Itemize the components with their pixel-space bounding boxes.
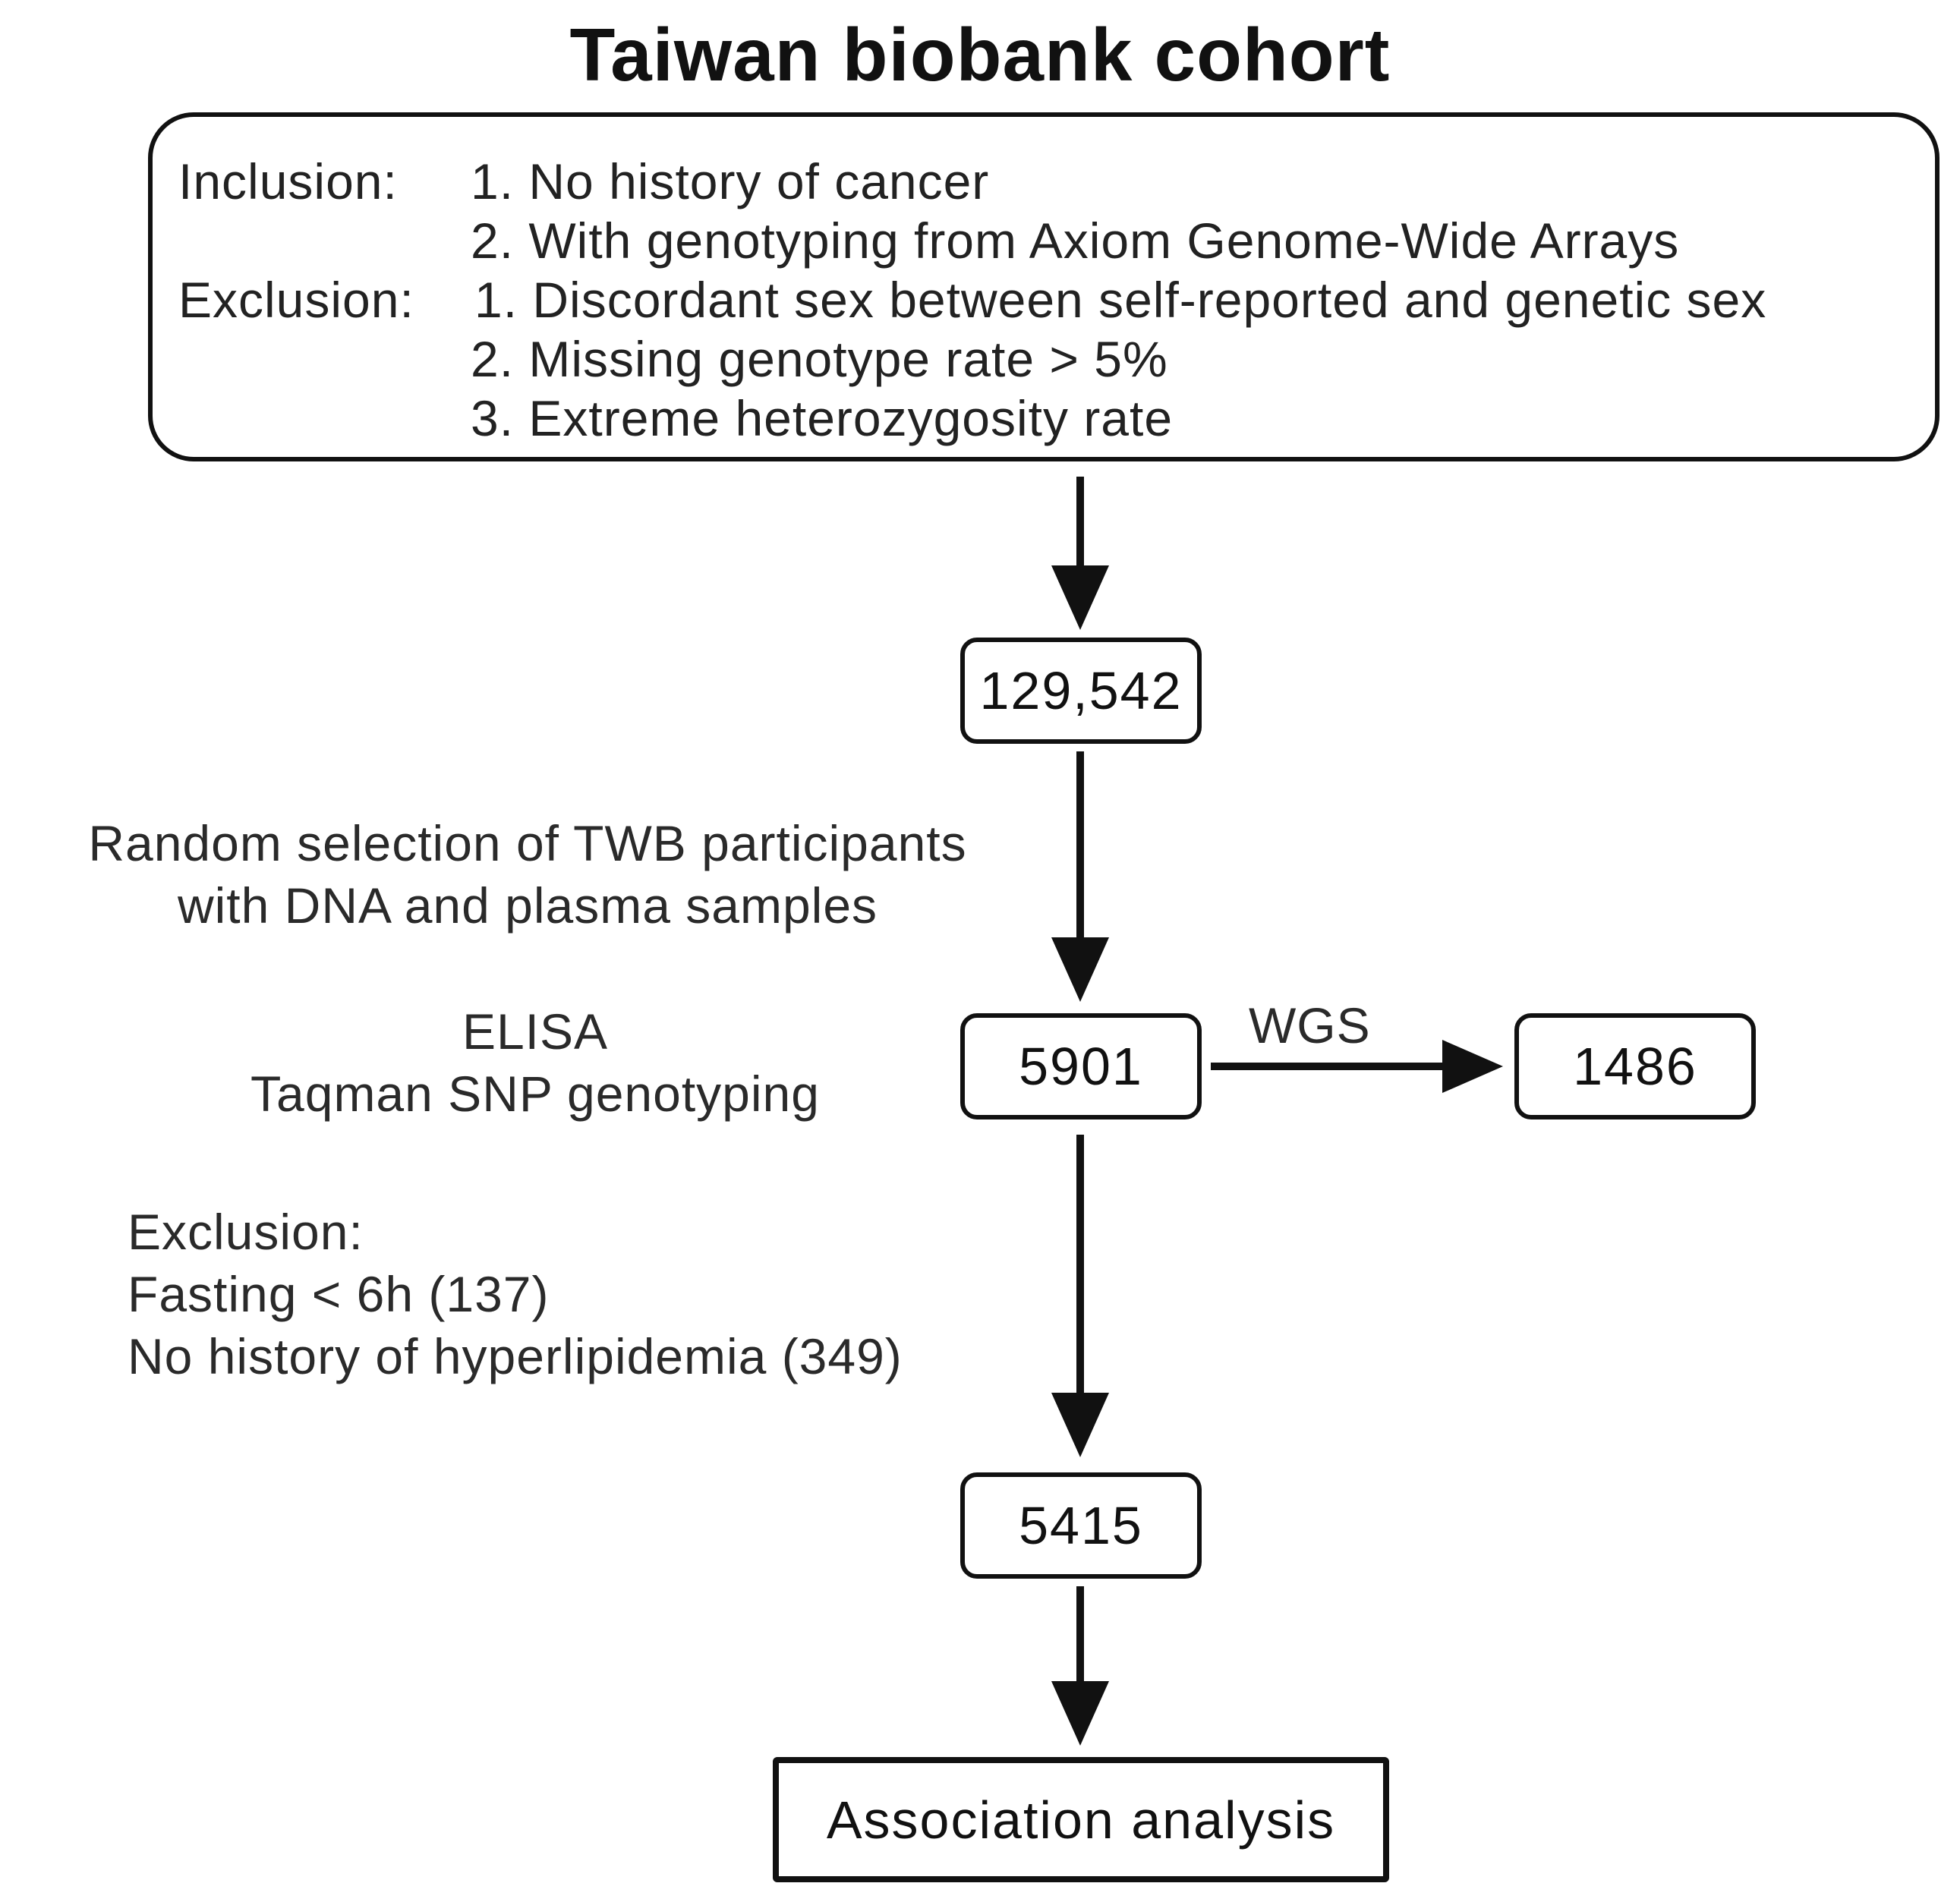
inclusion-label: Inclusion:	[178, 153, 398, 209]
cohort-count-node: 129,542	[960, 638, 1202, 744]
assays-label: ELISA Taqman SNP genotyping	[182, 1000, 888, 1125]
exclusion2-label: Exclusion: Fasting < 6h (137) No history…	[128, 1201, 903, 1387]
assay-line: Taqman SNP genotyping	[251, 1066, 820, 1122]
wgs-count-node: 1486	[1514, 1013, 1756, 1119]
exclusion2-line: Fasting < 6h (137)	[128, 1266, 550, 1322]
wgs-label: WGS	[1249, 997, 1371, 1053]
random-selection-label: Random selection of TWB participants wit…	[0, 812, 1055, 937]
analysis-node: Association analysis	[773, 1757, 1389, 1882]
inclusion-item: 1. No history of cancer	[471, 153, 990, 209]
random-selection-line: with DNA and plasma samples	[177, 877, 878, 934]
exclusion-item: 3. Extreme heterozygosity rate	[471, 390, 1174, 446]
exclusion2-line: Exclusion:	[128, 1204, 364, 1260]
criteria-box	[148, 112, 1940, 461]
inclusion-item: 2. With genotyping from Axiom Genome-Wid…	[471, 213, 1680, 269]
diagram-title: Taiwan biobank cohort	[569, 13, 1391, 96]
exclusion-item: 1. Discordant sex between self-reported …	[474, 272, 1767, 328]
final-count-node: 5415	[960, 1472, 1202, 1579]
exclusion-label: Exclusion:	[178, 272, 414, 328]
assay-line: ELISA	[462, 1003, 609, 1060]
exclusion-item: 2. Missing genotype rate > 5%	[471, 331, 1168, 387]
random-selection-line: Random selection of TWB participants	[88, 815, 967, 871]
exclusion2-line: No history of hyperlipidemia (349)	[128, 1328, 903, 1384]
selected-count-node: 5901	[960, 1013, 1202, 1119]
